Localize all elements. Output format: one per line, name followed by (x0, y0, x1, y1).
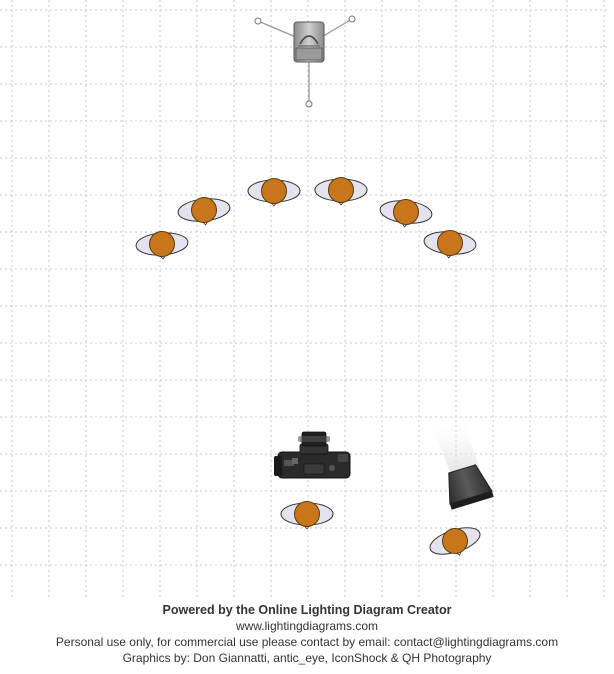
person-icon[interactable] (314, 177, 368, 206)
footer: Powered by the Online Lighting Diagram C… (0, 602, 614, 666)
person-icon[interactable] (423, 228, 477, 260)
person-icon[interactable] (247, 178, 301, 207)
person-icon[interactable] (135, 230, 189, 261)
camera-icon[interactable] (274, 431, 351, 479)
softbox-light-icon[interactable] (432, 415, 494, 510)
footer-license: Personal use only, for commercial use pl… (55, 635, 559, 649)
footer-url[interactable]: www.lightingdiagrams.com (235, 619, 379, 633)
background-grid (0, 0, 610, 600)
backdrop-stand-icon[interactable] (254, 15, 356, 108)
person-icon[interactable] (379, 197, 434, 230)
lighting-diagram-canvas (0, 0, 610, 600)
person-icon[interactable] (426, 521, 484, 563)
footer-credits: Graphics by: Don Giannatti, antic_eye, I… (122, 651, 492, 665)
person-icon[interactable] (280, 501, 334, 530)
footer-title: Powered by the Online Lighting Diagram C… (162, 603, 452, 617)
person-icon[interactable] (177, 195, 232, 228)
